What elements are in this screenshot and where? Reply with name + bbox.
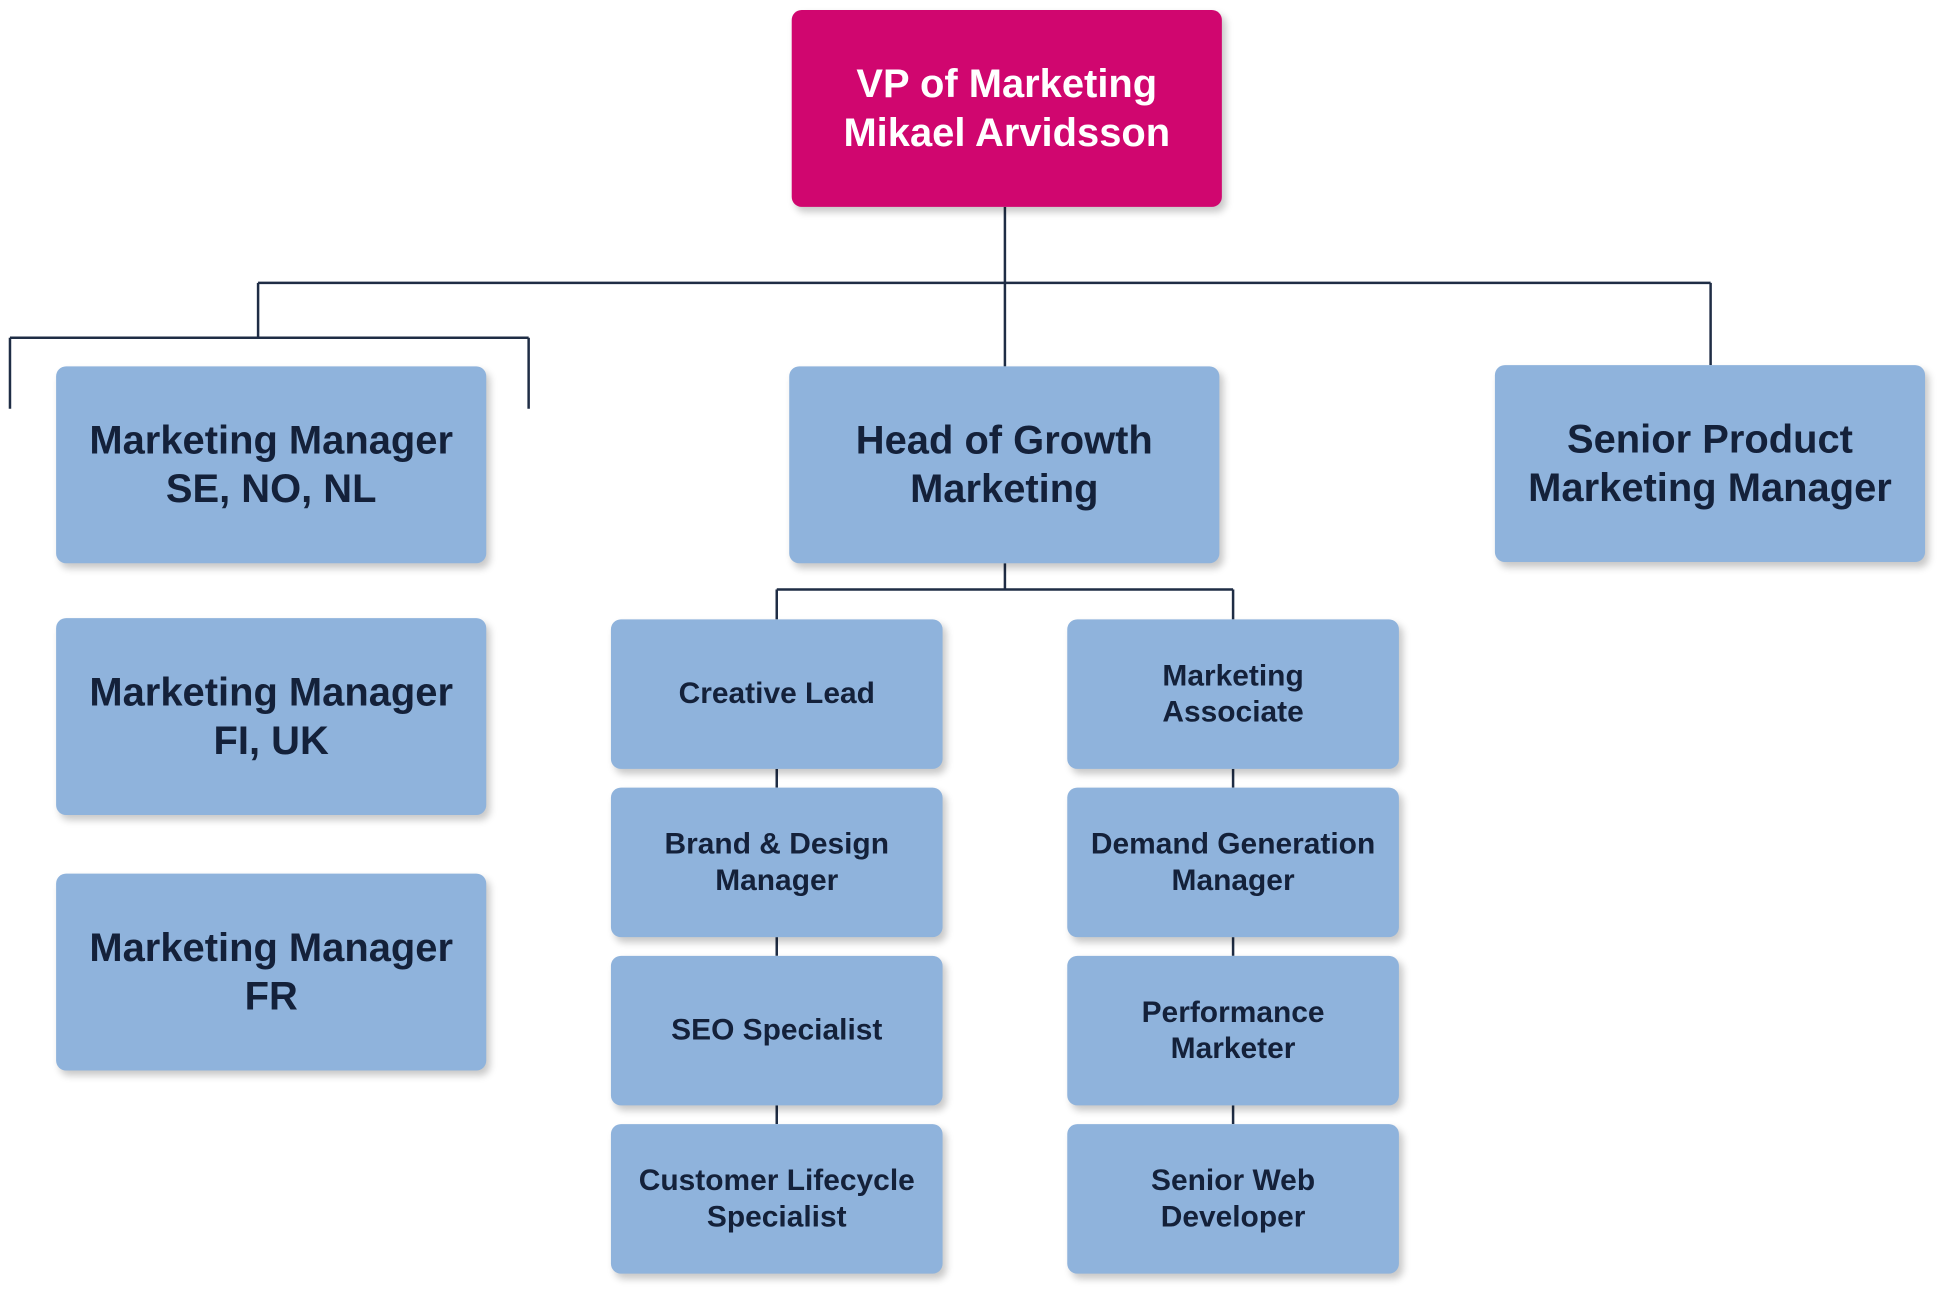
box-subtitle: Marketer <box>1170 1031 1296 1066</box>
box-subtitle: Manager <box>1171 863 1295 898</box>
creative-lead-box: Creative Lead <box>610 619 943 769</box>
box-title: SEO Specialist <box>671 1013 883 1048</box>
box-subtitle: Manager <box>715 863 839 898</box>
box-subtitle: SE, NO, NL <box>165 466 377 511</box>
vp-title: VP of Marketing <box>856 61 1158 106</box>
box-title: Customer Lifecycle <box>638 1163 915 1198</box>
box-title: Marketing Manager <box>89 417 453 463</box>
box-title: Senior Web <box>1151 1163 1316 1198</box>
box-subtitle: Associate <box>1162 695 1304 730</box>
box-title: Marketing Manager <box>89 669 453 715</box>
box-subtitle: Developer <box>1160 1200 1306 1234</box>
box-title: Brand & Design <box>664 827 889 861</box>
box-subtitle: Specialist <box>706 1200 847 1234</box>
box-subtitle: Marketing <box>910 466 1099 511</box>
box-title: Head of Growth <box>855 417 1153 463</box>
box-title: Senior Product <box>1566 416 1853 462</box>
box-title: Creative Lead <box>678 677 875 711</box>
box-title: Marketing Manager <box>89 924 453 970</box>
box-subtitle: FI, UK <box>213 717 329 763</box>
box-subtitle: FR <box>244 973 298 1019</box>
box-subtitle: Marketing Manager <box>1528 464 1892 510</box>
vp-name: Mikael Arvidsson <box>843 109 1171 155</box>
box-title: Performance <box>1141 995 1325 1030</box>
box-title: Marketing <box>1162 658 1304 693</box>
seo-specialist-box: SEO Specialist <box>610 955 943 1106</box>
box-title: Demand Generation <box>1090 827 1376 861</box>
